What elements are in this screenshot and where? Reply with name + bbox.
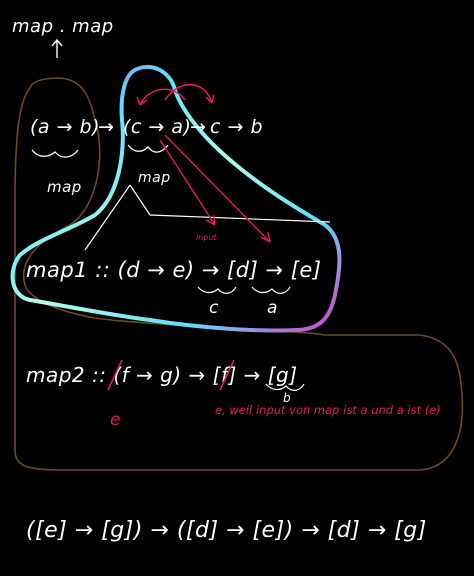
map2-signature: map2 :: (f → g) → [f] → [g]: [26, 363, 298, 387]
red-e-label: e: [110, 410, 120, 430]
underbrace-mid: [127, 144, 169, 153]
expr-c-to-b: c → b: [210, 116, 263, 138]
red-swap-arrow-1: [139, 88, 186, 106]
arrow-right: →: [190, 116, 206, 138]
arrow-left: →: [98, 116, 114, 138]
brown-outline-region: [14, 77, 464, 471]
red-strike-f1: [107, 359, 123, 391]
label-a: a: [267, 298, 278, 318]
red-arrow-to-d-head: [205, 214, 216, 226]
title-expression: map . map: [12, 16, 114, 37]
red-explanation: e, weil input von map ist a und a ist (e…: [215, 403, 441, 417]
glowing-blob-outline: [10, 64, 342, 333]
label-b: b: [283, 391, 291, 405]
label-map-mid: map: [138, 170, 171, 186]
red-swap-arrow-2: [164, 83, 213, 104]
red-swap-arrow-1-head: [136, 96, 148, 106]
bottom-expression: ([e] → [g]) → ([d] → [e]) → [d] → [g]: [26, 518, 427, 543]
red-input-label: input: [196, 233, 217, 242]
bracket-lines: [84, 184, 331, 251]
red-strike-f2: [219, 359, 235, 391]
red-swap-arrow-2-head: [205, 94, 215, 104]
expr-c-to-a: (c → a): [123, 116, 191, 138]
red-arrow-to-e: [164, 134, 271, 243]
underbrace-d: [197, 286, 237, 294]
label-c: c: [209, 298, 219, 318]
underbrace-left: [31, 149, 79, 158]
title-up-arrow: [51, 38, 63, 58]
expr-a-to-b: (a → b): [30, 116, 100, 138]
map1-signature: map1 :: (d → e) → [d] → [e]: [26, 258, 322, 282]
underbrace-e: [251, 286, 291, 294]
underbrace-g: [265, 383, 305, 391]
red-arrow-to-d: [159, 139, 216, 226]
label-map-left: map: [47, 178, 82, 196]
red-arrow-to-e-head: [260, 231, 271, 243]
